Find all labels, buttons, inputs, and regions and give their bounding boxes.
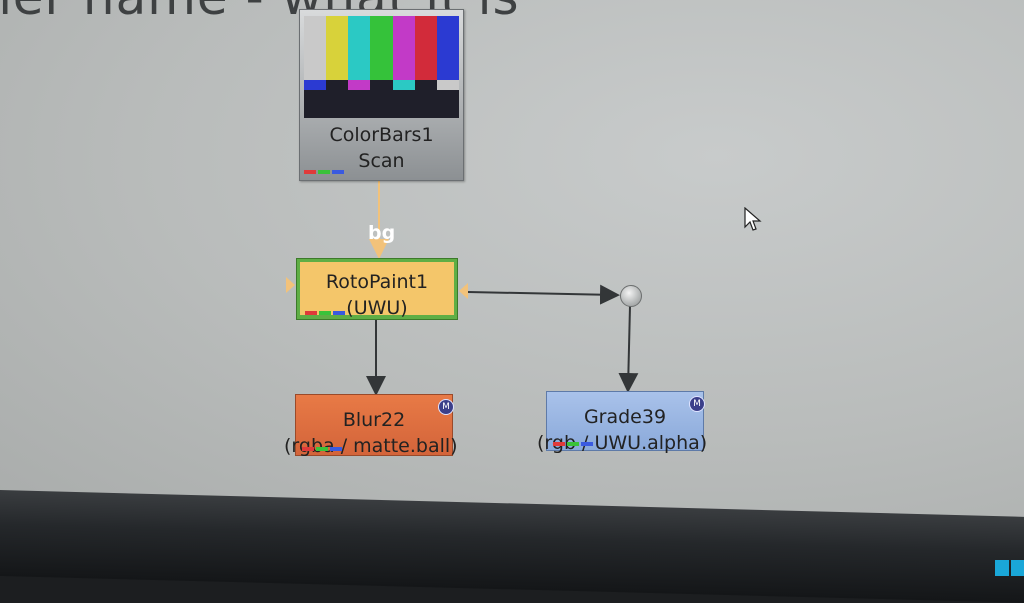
thumb-mid-bar-5 [414,80,437,90]
rotopaint-right-input-arrow-icon[interactable] [459,283,468,299]
input-label-bg: bg [368,222,396,244]
colorbars-channel-1 [318,170,330,174]
grade-channel-2 [581,442,593,446]
thumb-bar-5 [414,16,437,80]
blur-channel-1 [316,447,328,451]
thumb-mid-bar-6 [436,80,459,90]
grade-node-name: Grade39 [583,406,667,428]
colorbars-channel-2 [332,170,344,174]
grade-node-sub: (rgb / UWU.alpha) [537,432,708,454]
thumb-mid-bar-3 [370,80,393,90]
thumb-mid-bar-1 [326,80,349,90]
grade-channel-strip [553,442,593,446]
colorbars-node-name: ColorBars1 [329,124,434,146]
thumb-mid-bar-0 [304,80,327,90]
colorbars-channel-strip [304,170,344,174]
rotopaint-channel-0 [305,311,317,315]
rotopaint-node[interactable]: RotoPaint1 (UWU) [296,258,458,320]
node-graph-canvas[interactable]: ner name - what it is ColorBars1 Scan bg [0,0,1024,520]
rotopaint-channel-strip [305,311,345,315]
blur-node-name: Blur22 [342,409,406,431]
rotopaint-node-sub: (UWU) [346,297,408,319]
grade-channel-1 [567,442,579,446]
blur-node-sub: (rgba / matte.ball) [284,435,458,457]
blur-channel-strip [302,447,342,451]
grade-channel-0 [553,442,565,446]
thumb-bar-3 [370,16,393,80]
blur-channel-2 [330,447,342,451]
mask-badge-icon: M [438,399,454,415]
colorbars-thumbnail [304,16,459,118]
thumb-bar-2 [348,16,371,80]
mouse-pointer-icon [744,207,762,231]
rotopaint-left-input-arrow-icon[interactable] [286,277,295,293]
taskbar-tray-icon[interactable] [995,560,1024,576]
thumb-bar-4 [392,16,415,80]
pipe-dot-to-grade [618,305,639,393]
thumb-mid-bar-4 [392,80,415,90]
colorbars-node[interactable]: ColorBars1 Scan [299,9,464,181]
blur-channel-0 [302,447,314,451]
rotopaint-channel-1 [319,311,331,315]
pipe-layer [366,181,639,396]
thumb-bar-6 [436,16,459,80]
grade-node[interactable]: Grade39 (rgb / UWU.alpha) M [537,391,707,454]
blur-node[interactable]: Blur22 (rgba / matte.ball) M [284,394,458,457]
mask-badge-icon: M [689,396,705,412]
dot-node-icon[interactable] [620,285,642,307]
thumb-bar-1 [326,16,349,80]
rotopaint-node-body [300,262,454,315]
colorbars-node-sub: Scan [358,150,405,172]
thumb-bar-0 [304,16,327,80]
thumb-mid-bar-2 [348,80,371,90]
colorbars-channel-0 [304,170,316,174]
rotopaint-node-name: RotoPaint1 [325,271,429,293]
rotopaint-channel-2 [333,311,345,315]
pipe-rotopaint-to-dot [467,284,620,305]
